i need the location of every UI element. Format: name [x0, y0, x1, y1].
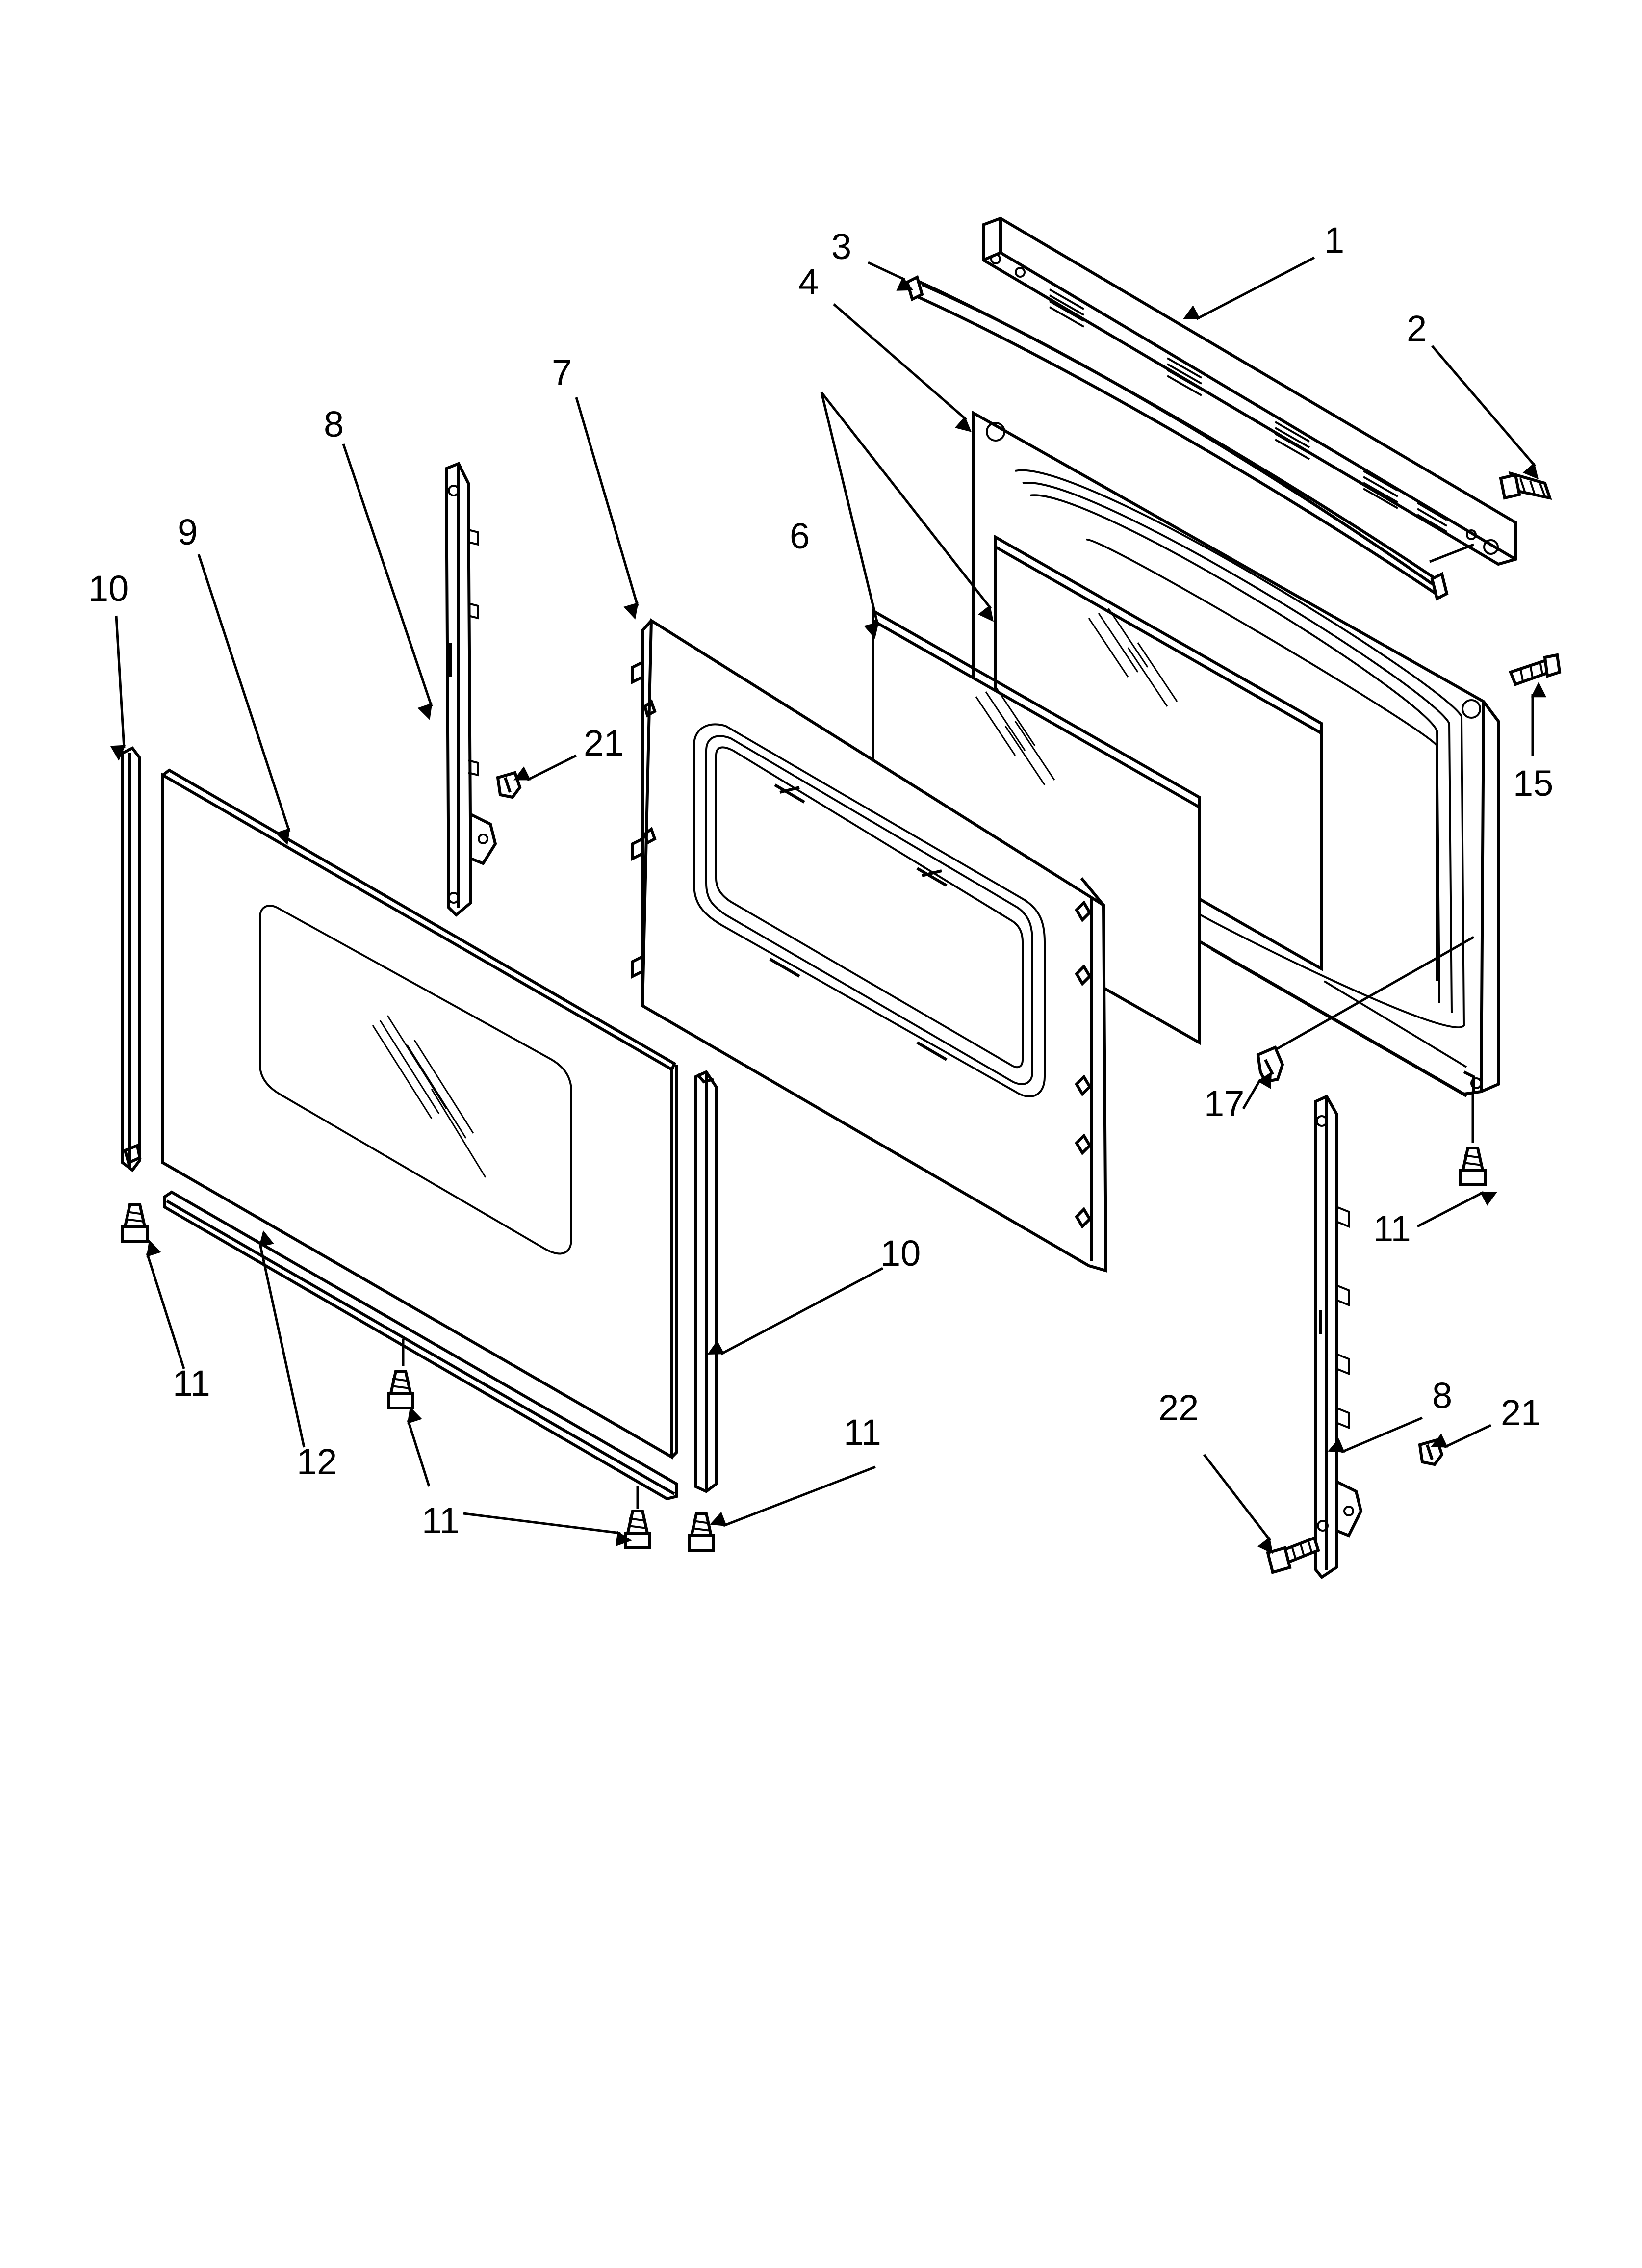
callout-11-right: 11: [1373, 1208, 1411, 1249]
callout-11-left: 11: [173, 1363, 210, 1404]
screw-part-15: [1509, 653, 1562, 686]
glass-panes-part-6: [872, 534, 1323, 1045]
callout-4: 4: [798, 261, 819, 302]
callout-1: 1: [1324, 220, 1344, 261]
side-trim-part-10-left: [121, 746, 142, 1173]
callout-11-bottom: 11: [422, 1500, 460, 1541]
callout-15: 15: [1513, 763, 1553, 804]
hinge-bracket-part-8-right: [1314, 1095, 1363, 1580]
callout-labels: 1 2 3 4 6 7 8 9 10 21 15 17 11 10 11 12 …: [88, 220, 1553, 1541]
side-trim-part-10-right: [694, 1070, 718, 1493]
callout-22: 22: [1158, 1387, 1199, 1428]
door-liner-frame-part-7: [631, 618, 1108, 1273]
leader-lines: [110, 256, 1546, 1554]
callout-7: 7: [552, 352, 572, 393]
callout-10-right: 10: [880, 1233, 921, 1274]
screw-part-11-bottom-center: [624, 1510, 651, 1549]
screw-part-11-bottom: [387, 1370, 414, 1409]
outer-door-panel-part-9: [161, 768, 678, 1460]
callout-6: 6: [790, 516, 810, 556]
callout-11-bottom-right: 11: [844, 1412, 881, 1453]
screw-part-11-left: [121, 1203, 149, 1243]
callout-12: 12: [297, 1441, 337, 1482]
door-handle-part-3: [905, 275, 1449, 601]
screw-part-2: [1499, 471, 1552, 500]
bottom-trim-part-12: [163, 1190, 678, 1501]
screw-part-11-right-trim: [688, 1512, 715, 1552]
hinge-bracket-part-8-left: [444, 462, 497, 917]
screw-part-11-right: [1459, 1147, 1487, 1186]
callout-3: 3: [831, 226, 851, 267]
callout-21-left: 21: [584, 723, 624, 763]
callout-8-left: 8: [324, 404, 344, 444]
vent-panel-part-1: [982, 216, 1517, 566]
callout-2: 2: [1407, 308, 1427, 349]
clip-part-17: [1256, 1045, 1284, 1084]
callout-8-right: 8: [1432, 1375, 1452, 1416]
screw-part-22: [1266, 1536, 1320, 1574]
clip-part-21-right: [1418, 1438, 1444, 1466]
callout-21-right: 21: [1501, 1392, 1541, 1433]
callout-10-left: 10: [88, 568, 128, 609]
callout-17: 17: [1204, 1083, 1244, 1124]
clip-part-21-left: [496, 771, 522, 799]
callout-9: 9: [178, 512, 198, 552]
